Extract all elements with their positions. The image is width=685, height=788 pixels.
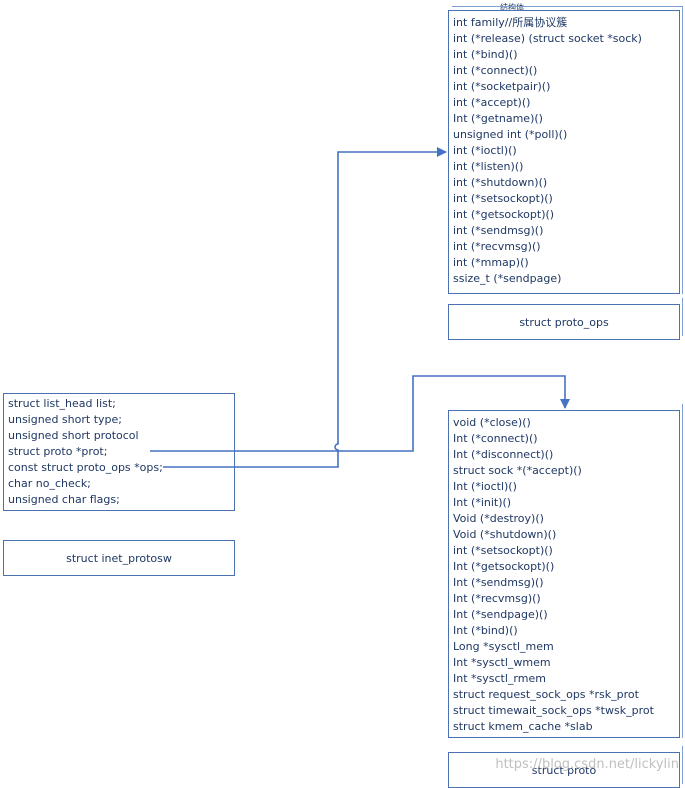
proto-field: Int (*ioctl)() [453,480,517,493]
proto-field: Int *sysctl_wmem [453,656,551,669]
proto-field: Int (*sendpage)() [453,608,548,621]
proto-ops-field: int (*mmap)() [453,256,529,269]
inet-protosw-field: char no_check; [8,477,91,490]
proto-ops-field: int (*socketpair)() [453,80,551,93]
proto-field: Int (*recvmsg)() [453,592,541,605]
proto-field: Void (*shutdown)() [453,528,557,541]
proto-field: Int (*bind)() [453,624,518,637]
proto-field: struct request_sock_ops *rsk_prot [453,688,639,701]
inet-protosw-field: unsigned short protocol [8,429,139,442]
proto-ops-field: int (*shutdown)() [453,176,548,189]
proto-ops-field: int (*connect)() [453,64,538,77]
proto-ops-label-shadow [682,298,683,336]
proto-ops-field: unsigned int (*poll)() [453,128,568,141]
inet-protosw-field: struct proto *prot; [8,445,108,458]
proto-ops-field: int (*release) (struct socket *sock) [453,32,642,45]
proto-field: Int (*disconnect)() [453,448,554,461]
proto-ops-field: int (*bind)() [453,48,518,61]
proto-field: Int (*sendmsg)() [453,576,544,589]
proto-ops-shadow-right [682,6,683,294]
proto-field: Void (*destroy)() [453,512,544,525]
proto-field: struct kmem_cache *slab [453,720,593,733]
proto-ops-shadow [452,6,682,7]
proto-field: Int (*init)() [453,496,512,509]
proto-ops-field: int (*accept)() [453,96,531,109]
proto-ops-field: ssize_t (*sendpage) [453,272,562,285]
ops-to-proto-ops-arrow [163,147,447,468]
proto-field: struct sock *(*accept)() [453,464,582,477]
proto-ops-field: int (*getsockopt)() [453,208,555,221]
proto-ops-field: Int (*getname)() [453,112,543,125]
watermark: https://blog.csdn.net/lickylin [495,757,679,772]
proto-field: struct timewait_sock_ops *twsk_prot [453,704,654,717]
inet-protosw-box: struct list_head list; unsigned short typ… [3,393,235,511]
inet-protosw-field: unsigned char flags; [8,493,120,506]
proto-box: void (*close)() Int (*connect)() Int (*dis… [448,410,680,738]
proto-shadow-right [682,404,683,738]
proto-ops-field: int (*recvmsg)() [453,240,541,253]
inet-protosw-field: unsigned short type; [8,413,122,426]
inet-protosw-field: struct list_head list; [8,397,116,410]
proto-ops-box: int family//所属协议簇 int (*release) (struct … [448,10,680,294]
proto-field: Int (*connect)() [453,432,538,445]
proto-field: Int (*getsockopt)() [453,560,555,573]
proto-ops-field: int (*ioctl)() [453,144,517,157]
proto-field: int (*setsockopt)() [453,544,553,557]
proto-ops-field: int family//所属协议簇 [453,16,568,29]
proto-field: Long *sysctl_mem [453,640,554,653]
proto-ops-field: int (*sendmsg)() [453,224,544,237]
proto-ops-field: int (*setsockopt)() [453,192,553,205]
proto-ops-top-text: 结构体 [500,3,524,12]
proto-field: void (*close)() [453,416,531,429]
inet-protosw-label: struct inet_protosw [3,540,235,576]
prot-to-proto-arrow [150,375,570,452]
inet-protosw-field: const struct proto_ops *ops; [8,461,163,474]
proto-label-shadow [682,746,683,784]
proto-ops-field: int (*listen)() [453,160,524,173]
proto-ops-label: struct proto_ops [448,304,680,340]
proto-field: Int *sysctl_rmem [453,672,546,685]
